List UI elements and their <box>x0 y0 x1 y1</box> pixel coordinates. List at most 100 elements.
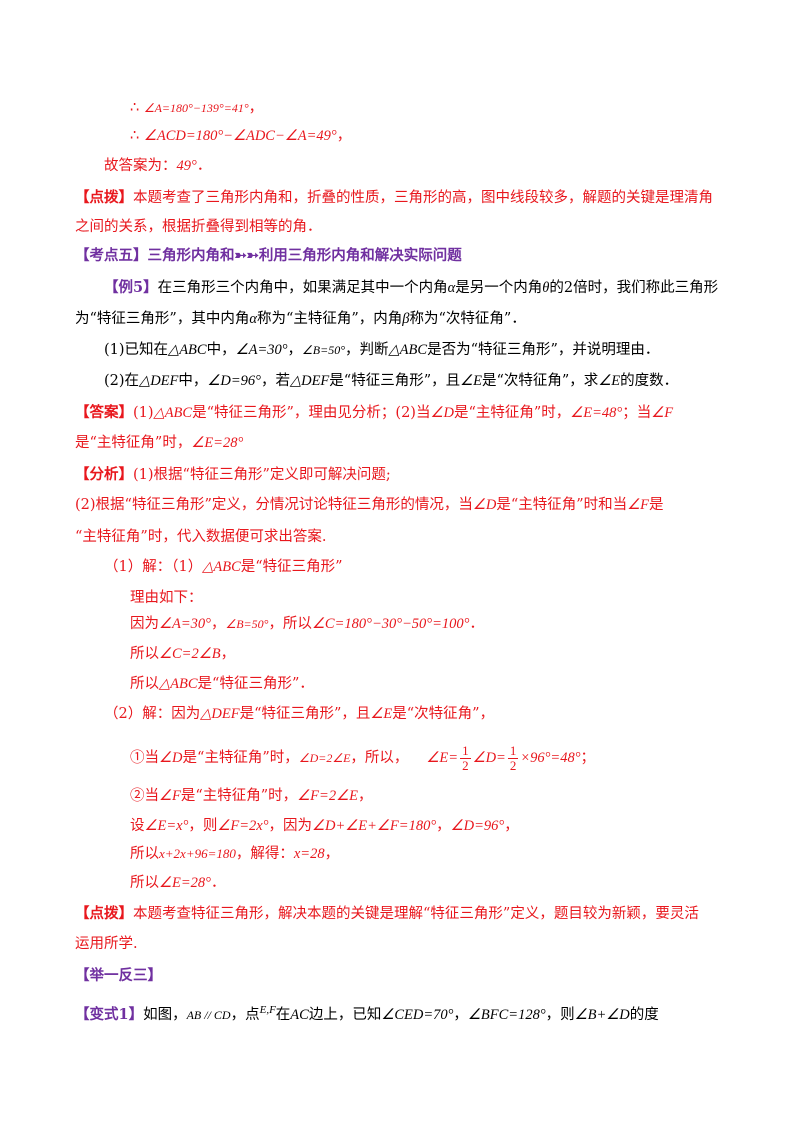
solution-line: 所以∠E=28°． <box>130 873 225 893</box>
answer-text: ；当 <box>622 405 652 421</box>
tip-paragraph-line: 【点拨】本题考查特征三角形，解决本题的关键是理解“特征三角形”定义，题目较为新颖… <box>75 904 699 924</box>
section-heading: 【考点五】三角形内角和➳➳利用三角形内角和解决实际问题 <box>75 246 462 266</box>
tip-text: 运用所学. <box>75 936 138 952</box>
math-expression: ∠A=180°−139°=41° <box>143 101 249 115</box>
analysis-text: 是“主特征角”时和当 <box>496 497 628 513</box>
analysis-text: (1)根据“特征三角形”定义即可解决问题; <box>133 467 391 483</box>
solution-text: ②当 <box>130 788 159 804</box>
tip-text: 本题考查了三角形内角和，折叠的性质，三角形的高，图中线段较多，解题的关键是理清角 <box>133 190 713 206</box>
solution-text: ， <box>504 818 519 834</box>
math-expression: ∠E <box>460 373 482 389</box>
tip-text: 本题考查特征三角形，解决本题的关键是理解“特征三角形”定义，题目较为新颖，要灵活 <box>133 906 699 922</box>
math-expression: ∠F <box>159 788 181 804</box>
problem-text: 如图， <box>143 1006 187 1023</box>
solution-text: ； <box>580 750 596 766</box>
fraction-numerator: 1 <box>460 742 471 759</box>
math-expression: ∠F <box>627 497 650 513</box>
math-expression: ∠D+∠E+∠F=180° <box>312 818 437 834</box>
math-expression: △ABC <box>153 405 193 421</box>
analysis-line: “主特征角”时，代入数据便可求出答案. <box>75 527 326 547</box>
math-expression: ×96°=48° <box>520 750 581 766</box>
problem-text: 边上，已知 <box>308 1006 382 1023</box>
practice-heading: 【举一反三】 <box>75 966 162 986</box>
problem-text: 在三角形三个内角中，如果满足其中一个内角 <box>157 280 448 296</box>
math-expression: ∠D=96° <box>207 373 261 389</box>
therefore-symbol: ∴ <box>130 100 140 116</box>
problem-text: 的2倍时，我们称此三角形 <box>549 280 719 296</box>
math-expression: AB // CD <box>186 1007 231 1022</box>
tip-paragraph-line: 之间的关系，根据折叠得到相等的角． <box>75 217 322 237</box>
problem-part-2: (2)在△DEF中，∠D=96°，若△DEF是“特征三角形”，且∠E是“次特征角… <box>104 371 678 391</box>
problem-text: 中， <box>206 342 236 358</box>
answer-text: 是“主特征角”时， <box>453 405 571 421</box>
solution-text: ， <box>357 788 373 804</box>
math-expression: x+2x+96=180 <box>159 846 236 861</box>
math-expression: ∠D=96° <box>450 818 505 834</box>
tip-tag: 【点拨】 <box>75 189 133 206</box>
math-expression: △ABC <box>168 342 207 358</box>
problem-text: 是“次特征角”，求 <box>481 373 599 389</box>
math-expression: ∠D= <box>472 750 506 766</box>
solution-text: 设 <box>130 818 145 834</box>
math-symbol: β <box>402 311 410 327</box>
math-expression: ∠F <box>651 405 674 421</box>
problem-text: ， <box>453 1006 468 1023</box>
math-expression: ∠E <box>370 706 393 722</box>
solution-line: ②当∠F是“主特征角”时，∠F=2∠E， <box>130 786 372 806</box>
solution-text: ． <box>210 875 226 891</box>
solution-text: 所以 <box>130 846 159 862</box>
answer-text: 是“特征三角形”，理由见分析；(2)当 <box>192 405 431 421</box>
solution-line: （2）解：因为△DEF是“特征三角形”，且∠E是“次特征角”， <box>104 704 494 724</box>
answer-label: 故答案为： <box>104 158 177 174</box>
math-expression: ∠D <box>430 405 454 421</box>
solution-text: ，则 <box>188 818 218 834</box>
solution-text: 所以 <box>130 875 159 891</box>
punctuation: ． <box>196 158 212 174</box>
solution-text: 因为 <box>130 616 159 632</box>
math-expression: ∠C=180°−30°−50°=100° <box>311 616 470 632</box>
math-expression: ∠BFC=128° <box>467 1006 546 1023</box>
math-expression: ∠D=2∠E <box>298 751 351 765</box>
math-expression: ∠F=2∠E <box>297 788 358 804</box>
solution-text: ①当 <box>130 750 159 766</box>
solution-text: 是“特征三角形”，且 <box>239 706 371 722</box>
math-expression: ∠E=28° <box>191 435 244 451</box>
solution-text: 所以 <box>130 676 159 692</box>
math-expression: ∠B=50° <box>302 343 346 357</box>
solution-line: 理由如下： <box>130 588 203 608</box>
math-expression: ∠E <box>598 373 621 389</box>
solution-step-line: ∴ ∠A=180°−139°=41°， <box>130 98 263 118</box>
solution-text: ， <box>210 616 226 632</box>
problem-text: 的度 <box>629 1006 659 1023</box>
analysis-text: (2)根据“特征三角形”定义，分情况讨论特征三角形的情况，当 <box>75 497 473 513</box>
problem-text: ，点 <box>230 1006 260 1023</box>
answer-line: 故答案为：49°． <box>104 156 211 176</box>
math-expression: ∠A=30° <box>159 616 211 632</box>
problem-line: 为“特征三角形”，其中内角α称为“主特征角”，内角β称为“次特征角”． <box>75 309 526 329</box>
solution-line: 设∠E=x°，则∠F=2x°，因为∠D+∠E+∠F=180°，∠D=96°， <box>130 816 519 836</box>
math-symbol: α <box>447 280 456 296</box>
math-expression: ∠F=2x° <box>217 818 269 834</box>
punctuation: ， <box>248 100 264 116</box>
problem-text: ， <box>287 342 303 358</box>
problem-text: 中， <box>178 373 208 389</box>
therefore-symbol: ∴ <box>130 128 140 144</box>
math-expression: ∠B+∠D <box>574 1006 630 1023</box>
solution-text: ． <box>469 616 484 632</box>
solution-text: 是“主特征角”时， <box>180 788 298 804</box>
fraction-numerator: 1 <box>507 742 519 759</box>
math-expression: △ABC <box>388 342 428 358</box>
solution-text: ，所以， <box>350 750 409 766</box>
example-tag: 【例5】 <box>104 279 158 296</box>
math-expression: E,F <box>259 1004 276 1016</box>
solution-line: 因为∠A=30°，∠B=50°，所以∠C=180°−30°−50°=100°． <box>130 614 484 634</box>
analysis-line: 【分析】(1)根据“特征三角形”定义即可解决问题; <box>75 465 391 485</box>
solution-text: ， <box>436 818 451 834</box>
problem-text: (1)已知在 <box>104 342 169 358</box>
arrows-icon: ➳➳ <box>234 247 259 264</box>
solution-text: ， <box>220 646 236 662</box>
math-symbol: θ <box>542 280 550 296</box>
